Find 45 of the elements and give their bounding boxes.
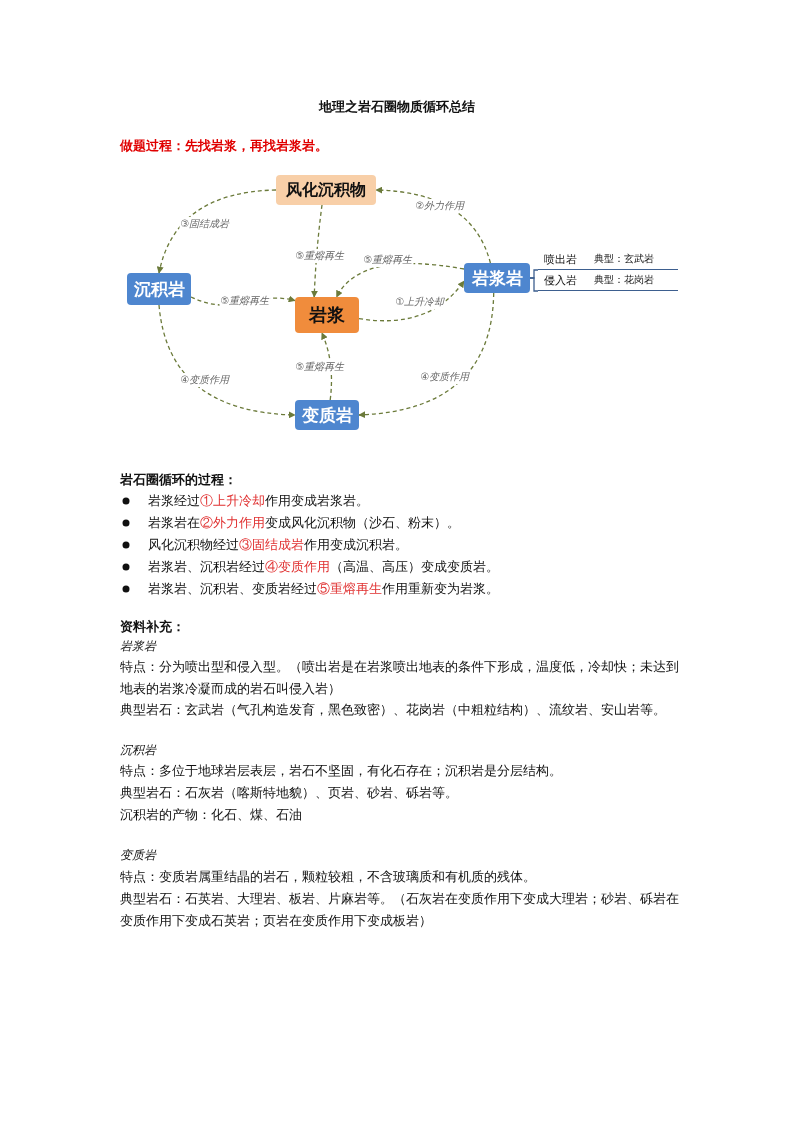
rock-node: 沉积岩 — [127, 273, 191, 305]
rock-node: 变质岩 — [295, 400, 359, 430]
arrow — [321, 332, 333, 401]
section-heading: 岩石圈循环的过程： — [120, 471, 238, 489]
arrow — [358, 280, 465, 322]
arrow — [310, 204, 323, 298]
paragraph: 特点：多位于地球岩层表层，岩石不坚固，有化石存在；沉积岩是分层结构。 — [120, 762, 563, 780]
subheading: 岩浆岩 — [120, 638, 158, 655]
edge-label: ⑤重熔再生 — [294, 360, 346, 374]
paragraph: 特点：分为喷出型和侵入型。（喷出岩是在岩浆喷出地表的条件下形成，温度低，冷却快；未达到地表的岩浆冷凝而成的岩石叫侵入岩） — [120, 658, 680, 698]
list-item: 岩浆岩在②外力作用变成风化沉积物（沙石、粉末）。 — [148, 514, 461, 532]
arrow — [157, 189, 277, 274]
list-item: 风化沉积物经过③固结成岩作用变成沉积岩。 — [148, 536, 409, 554]
branch-label: 喷出岩 — [543, 251, 578, 267]
edge-label: ⑤重熔再生 — [294, 249, 346, 263]
paragraph: 典型岩石：石灰岩（喀斯特地貌）、页岩、砂岩、砾岩等。 — [120, 784, 459, 802]
list-item: 岩浆经过①上升冷却作用变成岩浆岩。 — [148, 492, 370, 510]
edge-label: ④变质作用 — [419, 370, 471, 384]
paragraph: 典型岩石：石英岩、大理岩、板岩、片麻岩等。（石灰岩在变质作用下变成大理岩；砂岩、砾岩在变质作用下变成石英岩；页岩在变质作用下变成板岩） — [120, 890, 680, 930]
edge-label: ②外力作用 — [414, 199, 466, 213]
section-heading: 资料补充： — [120, 618, 186, 636]
arrow — [375, 186, 492, 264]
branch-label: 侵入岩 — [543, 272, 578, 288]
edge-label: ③固结成岩 — [179, 217, 231, 231]
branch-line — [529, 277, 539, 292]
subheading: 沉积岩 — [120, 742, 158, 759]
edge-label: ①上升冷却 — [394, 295, 446, 309]
list-item: 岩浆岩、沉积岩经过④变质作用（高温、高压）变成变质岩。 — [148, 558, 500, 576]
paragraph: 沉积岩的产物：化石、煤、石油 — [120, 806, 303, 824]
instruction-text: 做题过程：先找岩浆，再找岩浆岩。 — [120, 137, 329, 155]
page-title: 地理之岩石圈物质循环总结 — [317, 98, 476, 116]
paragraph: 典型岩石：玄武岩（气孔构造发育，黑色致密）、花岗岩（中粗粒结构）、流纹岩、安山岩等。 — [120, 701, 667, 719]
subheading: 变质岩 — [120, 847, 158, 864]
example-note: 典型：玄武岩 — [594, 252, 654, 266]
arrow — [358, 292, 495, 418]
edge-label: ④变质作用 — [179, 373, 231, 387]
example-note: 典型：花岗岩 — [594, 273, 654, 287]
rock-node: 岩浆岩 — [464, 263, 530, 293]
edge-label: ⑤重熔再生 — [362, 253, 414, 267]
list-item: 岩浆岩、沉积岩、变质岩经过⑤重熔再生作用重新变为岩浆。 — [148, 580, 500, 598]
paragraph: 特点：变质岩属重结晶的岩石，颗粒较粗，不含玻璃质和有机质的残体。 — [120, 868, 537, 886]
rock-node: 风化沉积物 — [276, 175, 376, 205]
rock-node: 岩浆 — [295, 297, 359, 333]
edge-label: ⑤重熔再生 — [219, 294, 271, 308]
arrow — [158, 304, 296, 419]
